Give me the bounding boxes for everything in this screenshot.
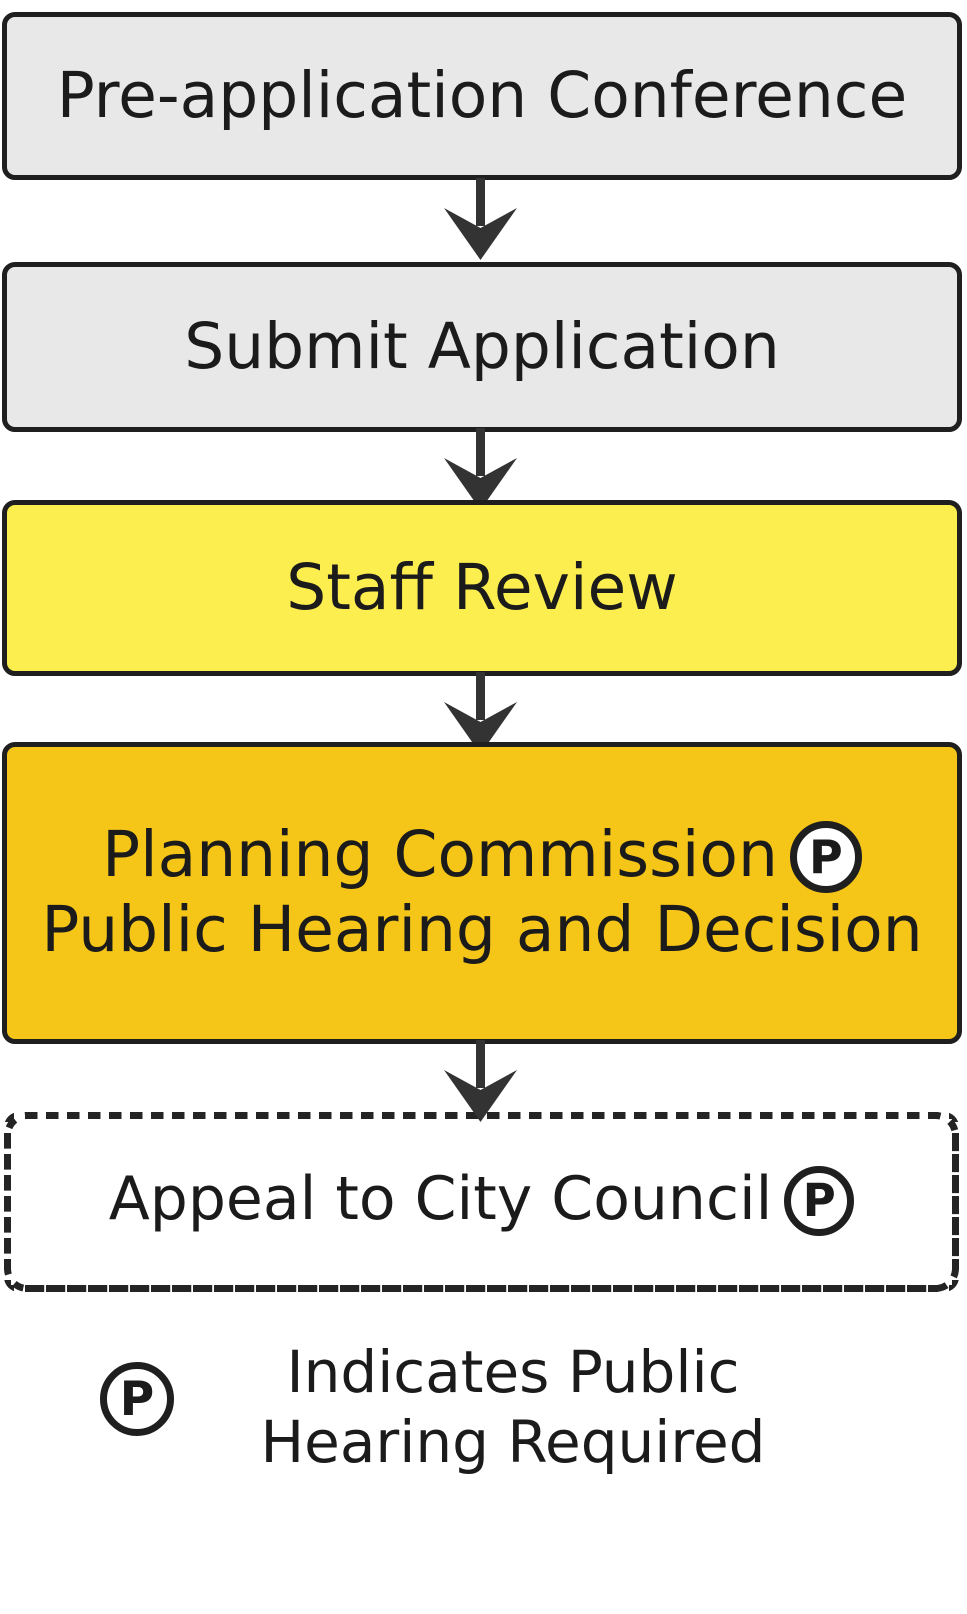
node-pre-application-conference[interactable]: Pre-application Conference xyxy=(2,12,962,180)
legend-text: Indicates Public Hearing Required xyxy=(260,1338,766,1476)
public-hearing-p-icon: P xyxy=(100,1362,174,1436)
legend: P Indicates Public Hearing Required xyxy=(100,1338,840,1477)
node-staff-review[interactable]: Staff Review xyxy=(2,500,962,676)
node-label: Submit Application xyxy=(184,309,780,383)
public-hearing-p-icon: P xyxy=(789,821,862,894)
node-submit-application[interactable]: Submit Application xyxy=(2,262,962,432)
node-label: Staff Review xyxy=(286,550,678,624)
node-label: Pre-application Conference xyxy=(56,58,908,132)
legend-badge-wrap: P xyxy=(100,1338,174,1436)
arrow-pre-application-to-submit xyxy=(444,178,517,260)
public-hearing-p-icon: P xyxy=(784,1165,855,1236)
